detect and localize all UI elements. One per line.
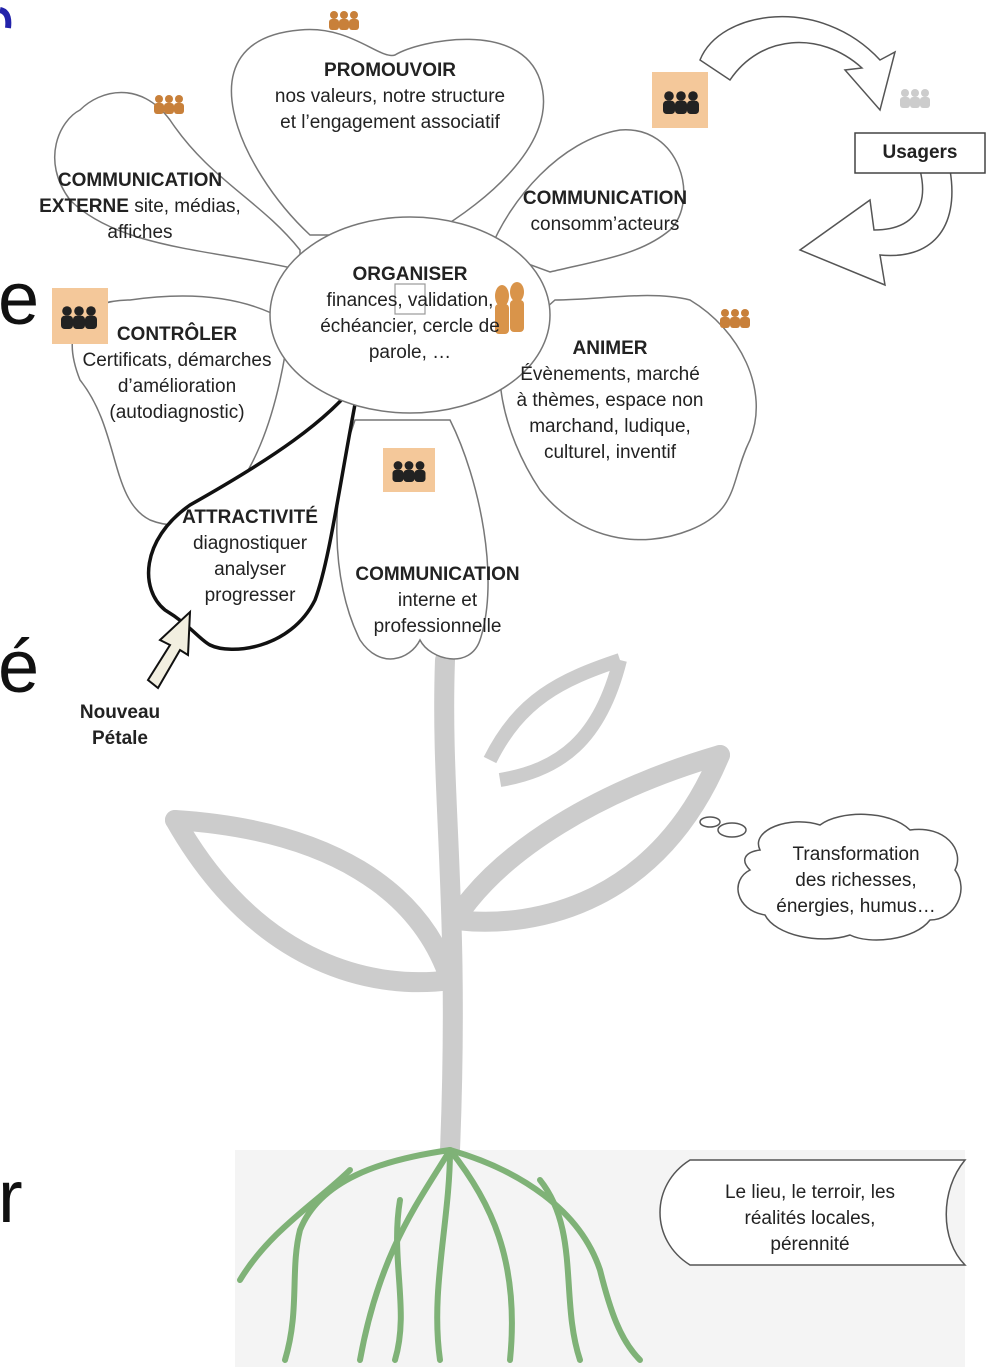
petal-title: ANIMER [572, 338, 648, 359]
petal-title: COMMUNICATION [522, 188, 688, 209]
petal-attractivite [146, 376, 362, 651]
usagers-label: Usagers [882, 142, 958, 163]
petal-animer-text: ANIMER Évènements, marché à thèmes, espa… [496, 336, 724, 466]
plant-stem [165, 650, 730, 1160]
people-icon [329, 11, 359, 30]
petal-line: d’amélioration [117, 376, 237, 397]
left-edge-letter: r [0, 1155, 23, 1238]
thought-bubble-text: Transformation des richesses, énergies, … [750, 842, 962, 920]
leaf-inner-veins [483, 653, 627, 787]
people-icon [720, 309, 750, 328]
petal-line: échéancier, cercle de [320, 316, 500, 337]
organiser-text: ORGANISER finances, validation, échéanci… [295, 262, 525, 366]
petal-controler-text: CONTRÔLER Certificats, démarches d’améli… [62, 322, 292, 426]
petal-title: COMMUNICATION [355, 564, 520, 585]
petal-line: Évènements, marché [520, 364, 700, 385]
petal-line: professionnelle [373, 616, 502, 637]
note-line: pérennité [770, 1234, 850, 1255]
nouveau-petale-label: Nouveau Pétale [55, 700, 185, 752]
left-edge-letter: e [0, 257, 40, 340]
petal-line: site, médias, [134, 196, 241, 217]
label-line: Pétale [92, 728, 148, 749]
petal-animer [499, 294, 758, 541]
flower-center [269, 216, 551, 414]
people-icon [61, 306, 97, 329]
people-icon [392, 461, 426, 482]
bubble-line: Transformation [792, 844, 920, 865]
usagers-arrow-top [699, 16, 897, 112]
petal-comm-consom-text: COMMUNICATION consomm’acteurs [490, 186, 720, 238]
label-line: Nouveau [79, 702, 161, 723]
petal-line: diagnostiquer [192, 533, 308, 554]
note-line: réalités locales, [744, 1208, 876, 1229]
left-edge-letter: é [0, 625, 40, 708]
thought-bubble-shape [699, 813, 962, 941]
petal-title: ATTRACTIVITÉ [182, 507, 318, 528]
petal-line: interne et [397, 590, 478, 611]
petal-comm-externe-text: COMMUNICATION EXTERNE site, médias, affi… [0, 168, 280, 246]
petal-line: finances, validation, [326, 290, 494, 311]
corner-mark [0, 7, 12, 29]
petal-line: à thèmes, espace non [516, 390, 704, 411]
nouveau-petale-arrow [146, 609, 192, 690]
note-line: Le lieu, le terroir, les [724, 1182, 896, 1203]
petal-line: et l’engagement associatif [280, 112, 500, 133]
petal-line: parole, … [368, 342, 452, 363]
people-icon [900, 89, 930, 108]
petal-title: PROMOUVOIR [324, 60, 456, 81]
bubble-line: énergies, humus… [776, 896, 936, 917]
petal-line: culturel, inventif [543, 442, 676, 463]
petal-line: analyser [214, 559, 286, 580]
petal-title: CONTRÔLER [116, 324, 238, 345]
petal-comm-interne [336, 419, 489, 660]
bubble-line: des richesses, [795, 870, 917, 891]
scroll-note-text: Le lieu, le terroir, les réalités locale… [680, 1180, 940, 1258]
petal-line: (autodiagnostic) [109, 402, 245, 423]
usagers-box [854, 132, 986, 174]
people-icon [154, 95, 184, 114]
center-figures [495, 282, 524, 334]
scroll-note-shape [659, 1159, 967, 1266]
petal-title: EXTERNE [39, 196, 129, 217]
petal-line: consomm’acteurs [530, 214, 680, 235]
petal-attractivite-text: ATTRACTIVITÉ diagnostiquer analyser prog… [160, 505, 340, 609]
petal-line: nos valeurs, notre structure [274, 86, 506, 107]
petal-line: Certificats, démarches [82, 350, 272, 371]
petal-title: COMMUNICATION [57, 170, 223, 191]
petal-promouvoir-text: PROMOUVOIR nos valeurs, notre structure … [250, 58, 530, 136]
petal-promouvoir [230, 28, 545, 236]
usagers-arrow-bottom [798, 169, 953, 287]
petal-line: affiches [107, 222, 173, 243]
roots [237, 1147, 643, 1363]
people-icon [663, 91, 699, 114]
petal-comm-externe [53, 91, 301, 271]
center-mark [394, 283, 426, 315]
petals [53, 28, 758, 660]
petal-line: marchand, ludique, [529, 416, 691, 437]
petal-title: ORGANISER [352, 264, 468, 285]
petal-line: progresser [204, 585, 296, 606]
petal-comm-consom [489, 129, 685, 273]
petal-comm-interne-text: COMMUNICATION interne et professionnelle [330, 562, 545, 640]
